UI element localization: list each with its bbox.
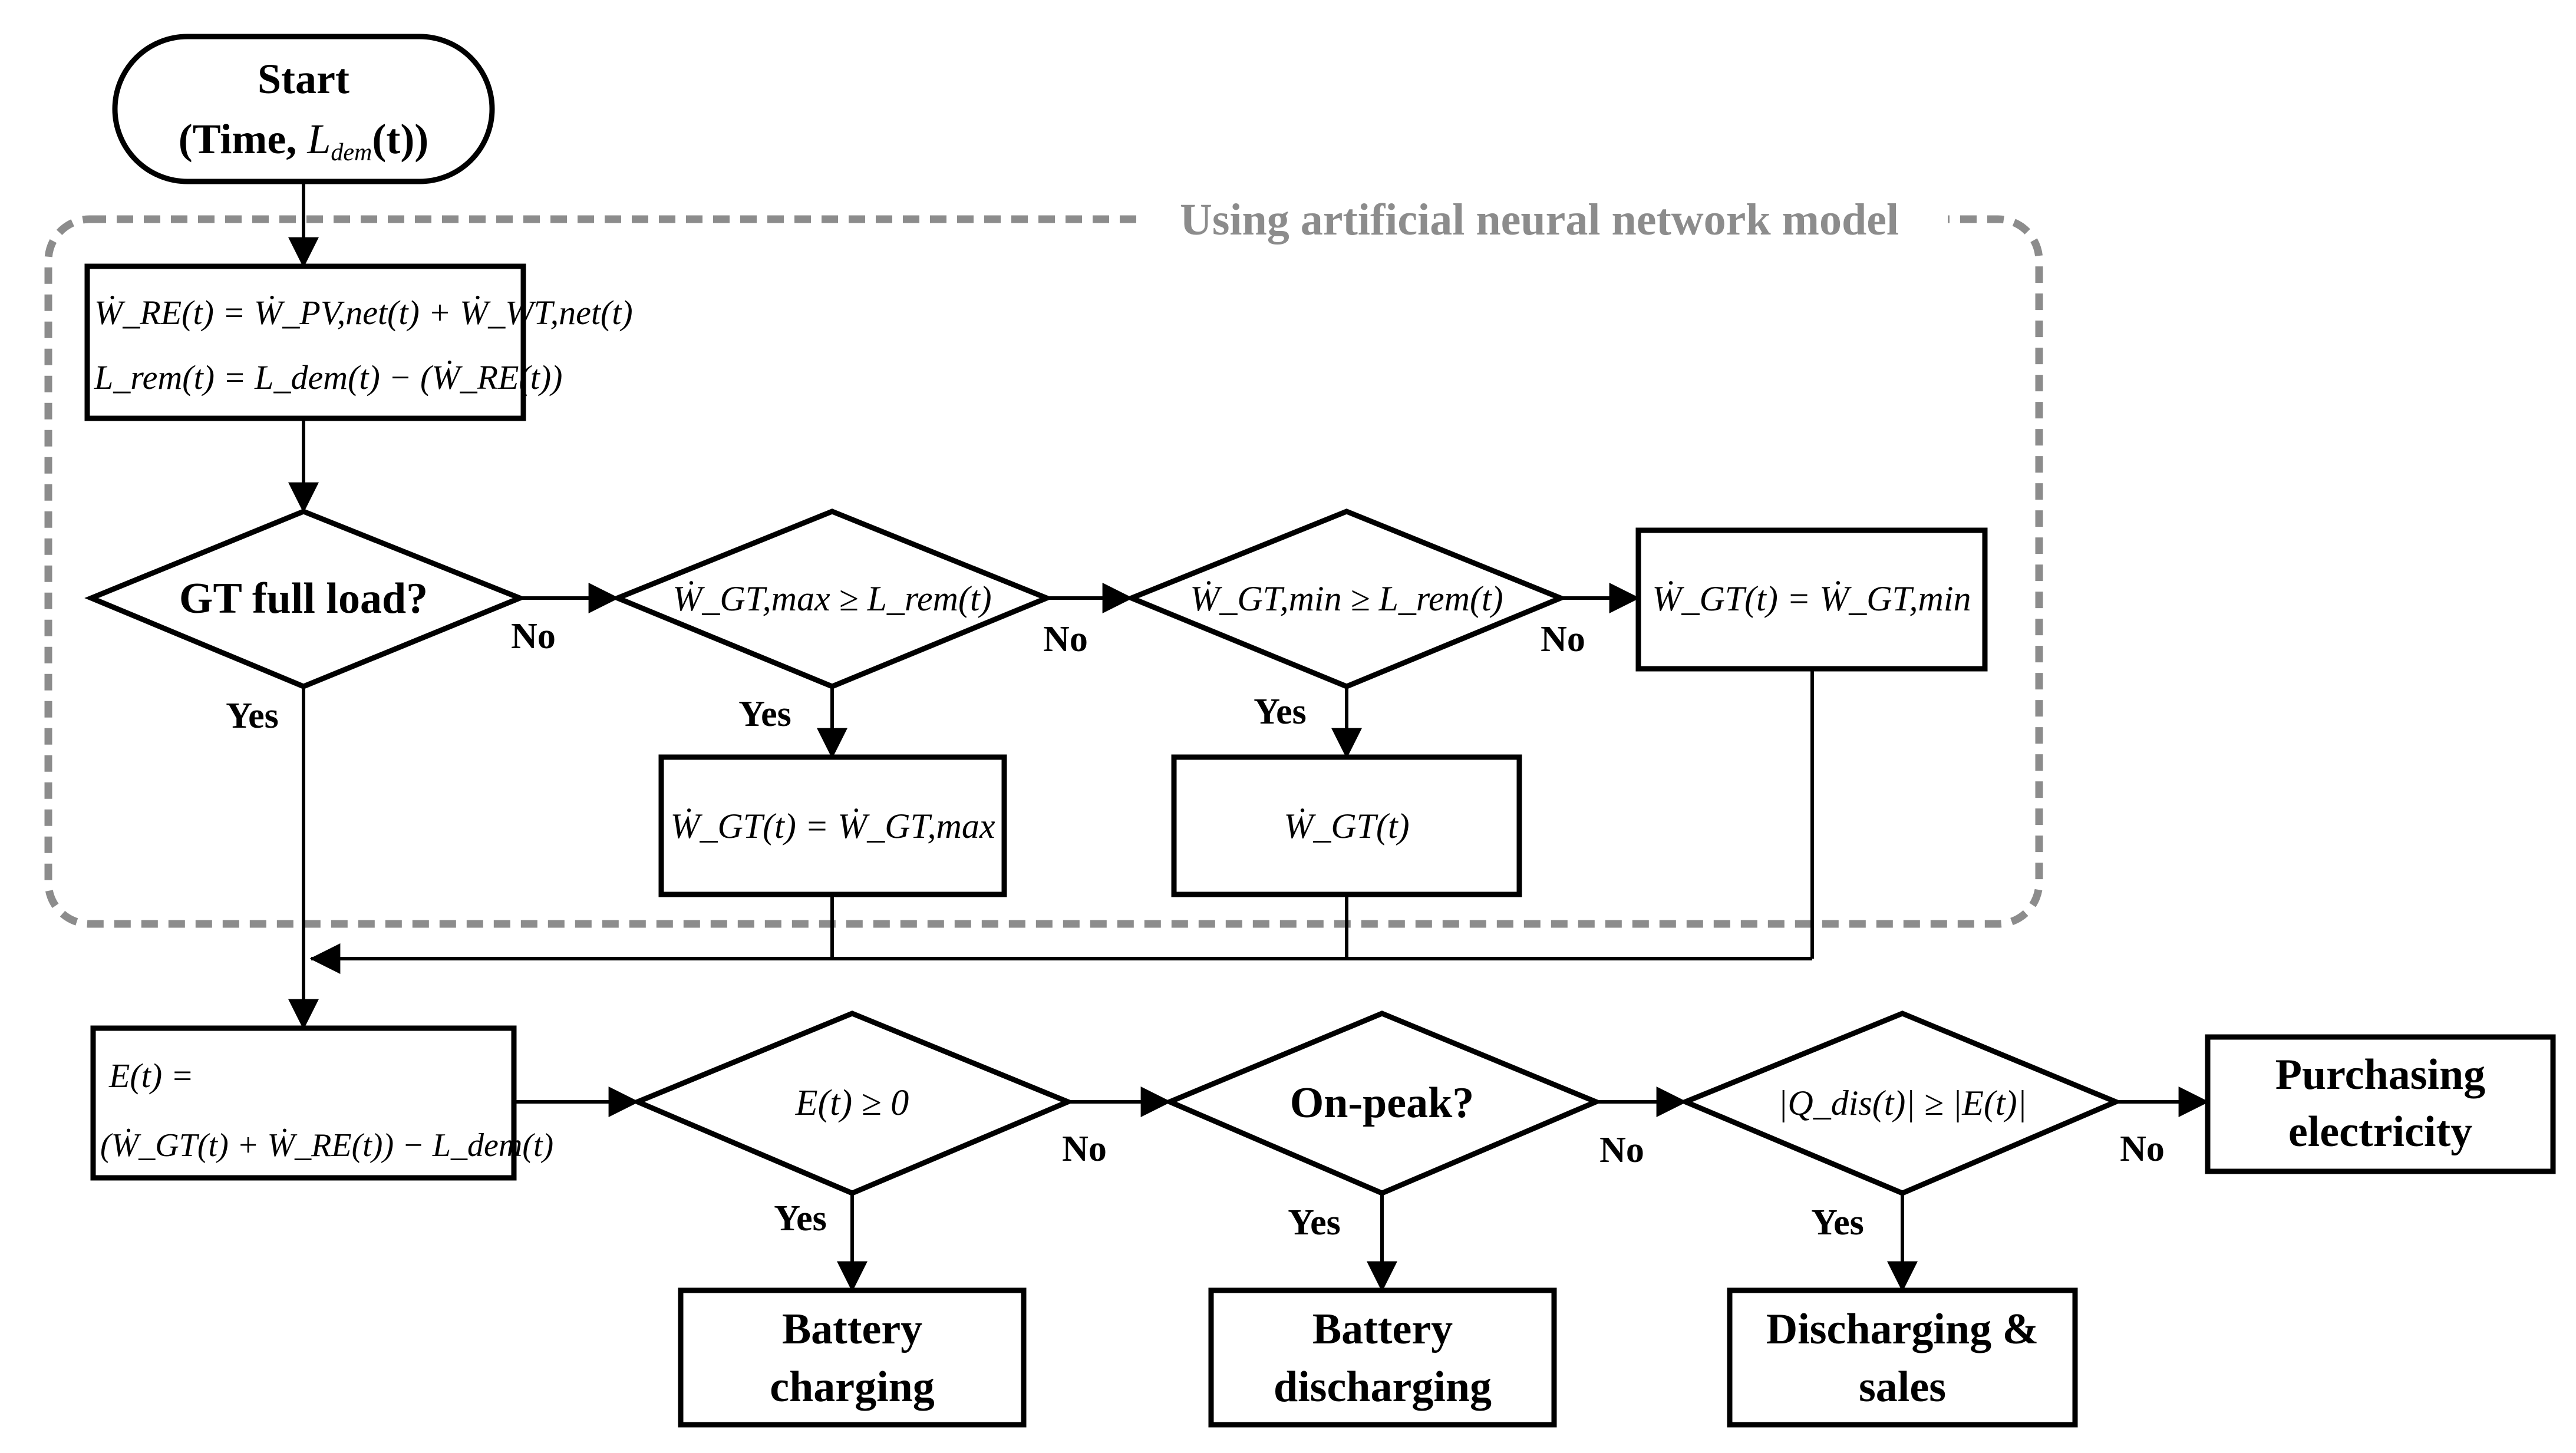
battery-charging-line2: charging bbox=[770, 1363, 935, 1411]
discharging-sales-line1: Discharging & bbox=[1766, 1305, 2039, 1353]
gt-eq-max-box bbox=[658, 754, 1007, 897]
battery-discharging-line2: discharging bbox=[1274, 1363, 1492, 1411]
qdis-label: |Q_dis(t)| ≥ |E(t)| bbox=[1778, 1084, 2027, 1122]
gt-max-label: Ẇ_GT,max ≥ L_rem(t) bbox=[672, 579, 991, 618]
purchase-line1: Purchasing bbox=[2275, 1051, 2485, 1099]
purchase-box bbox=[2205, 1034, 2556, 1174]
label-onpeak-no: No bbox=[1599, 1130, 1644, 1170]
e-calc-box bbox=[90, 1025, 517, 1181]
gt-eq-max-label: Ẇ_GT(t) = Ẇ_GT,max bbox=[671, 807, 995, 846]
e-cond-label: E(t) ≥ 0 bbox=[795, 1083, 909, 1123]
battery-charging-line1: Battery bbox=[782, 1305, 922, 1353]
ann-region bbox=[44, 215, 2043, 928]
purchase-line2: electricity bbox=[2288, 1108, 2472, 1156]
label-gtmax-no: No bbox=[1043, 619, 1088, 659]
label-econd-yes: Yes bbox=[774, 1198, 827, 1239]
start-sublabel: (Time, Ldem(t)) bbox=[179, 115, 429, 166]
label-onpeak-yes: Yes bbox=[1288, 1203, 1341, 1243]
e-calc-line2: (Ẇ_GT(t) + Ẇ_RE(t)) − L_dem(t) bbox=[100, 1127, 553, 1164]
re-calc-line2: L_rem(t) = L_dem(t) − (Ẇ_RE(t)) bbox=[94, 358, 563, 397]
discharging-sales-line2: sales bbox=[1859, 1363, 1946, 1411]
re-calc-line1: Ẇ_RE(t) = Ẇ_PV,net(t) + Ẇ_WT,net(t) bbox=[94, 293, 633, 332]
gt-eq-min-label: Ẇ_GT(t) = Ẇ_GT,min bbox=[1652, 579, 1971, 618]
gt-full-load-label: GT full load? bbox=[179, 574, 428, 623]
gt-t-box bbox=[1171, 754, 1522, 897]
label-gtmin-no: No bbox=[1541, 619, 1585, 659]
label-gtfull-no: No bbox=[511, 616, 556, 656]
gt-min-label: Ẇ_GT,min ≥ L_rem(t) bbox=[1190, 579, 1503, 618]
battery-discharging-box bbox=[1208, 1287, 1557, 1428]
onpeak-decision bbox=[1163, 1011, 1603, 1196]
label-gtmin-yes: Yes bbox=[1254, 692, 1307, 732]
gt-min-decision bbox=[1124, 508, 1568, 689]
label-econd-no: No bbox=[1062, 1129, 1107, 1169]
onpeak-label: On-peak? bbox=[1290, 1079, 1475, 1127]
start-label: Start bbox=[258, 55, 349, 103]
label-gtmax-yes: Yes bbox=[738, 694, 791, 734]
start-node bbox=[112, 34, 495, 184]
label-qdis-no: No bbox=[2120, 1129, 2165, 1169]
battery-discharging-line1: Battery bbox=[1312, 1305, 1453, 1353]
label-qdis-yes: Yes bbox=[1811, 1203, 1864, 1243]
gt-eq-min-box bbox=[1635, 527, 1988, 672]
discharging-sales-box bbox=[1727, 1287, 2078, 1428]
e-calc-line1: E(t) = bbox=[108, 1056, 194, 1095]
gt-max-decision bbox=[611, 508, 1054, 689]
battery-charging-box bbox=[678, 1287, 1027, 1428]
re-calc-box bbox=[84, 263, 526, 421]
label-gtfull-yes: Yes bbox=[226, 696, 279, 736]
qdis-decision bbox=[1678, 1011, 2123, 1196]
ann-region-label: Using artificial neural network model bbox=[1180, 195, 1899, 245]
gt-t-label: Ẇ_GT(t) bbox=[1284, 807, 1409, 846]
gt-full-load-decision bbox=[84, 508, 527, 689]
e-cond-decision bbox=[631, 1011, 1075, 1196]
